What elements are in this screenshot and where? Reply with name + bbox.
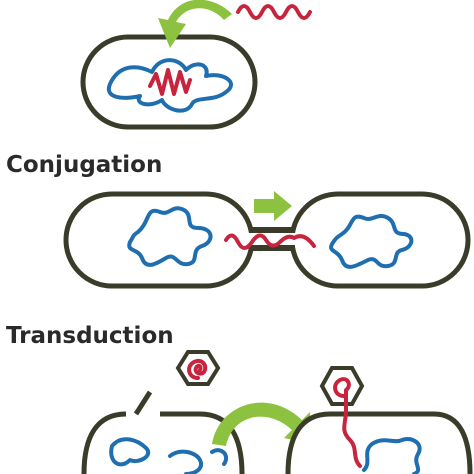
conjugation-title: Conjugation: [6, 152, 162, 178]
infected-cell: [285, 411, 473, 474]
lysing-cell-dna-fragment-2: [210, 448, 229, 466]
lysing-cell-dna-fragment: [168, 449, 203, 474]
infected-cell-host-dna-2: [362, 442, 374, 472]
transduction-curved-arrow-icon: [212, 402, 312, 446]
transduction-title: Transduction: [6, 323, 174, 349]
donor-host-dna: [127, 206, 213, 267]
transduction-panel: [81, 350, 473, 474]
conjugation-panel: [63, 191, 471, 289]
transformation-host-dna: [106, 58, 233, 113]
transferring-dna: [224, 233, 316, 250]
transformation-arrow: [158, 0, 232, 48]
infected-cell-host-dna: [370, 437, 422, 474]
right-arrow-icon: [254, 191, 292, 221]
packaged-dna: [187, 359, 208, 380]
attached-phage-head: [319, 366, 365, 406]
free-phage: [175, 350, 221, 386]
attached-phage: [319, 366, 365, 468]
transformation-panel: [80, 0, 312, 130]
recipient-host-dna: [329, 214, 414, 269]
injected-dna: [333, 377, 362, 468]
lysing-cell-dna: [109, 437, 150, 467]
free-dna-fragment: [236, 4, 312, 20]
recipient-cell: [289, 191, 471, 289]
transformation-incorporated-dna: [148, 68, 192, 96]
curved-arrow-icon: [158, 0, 232, 48]
